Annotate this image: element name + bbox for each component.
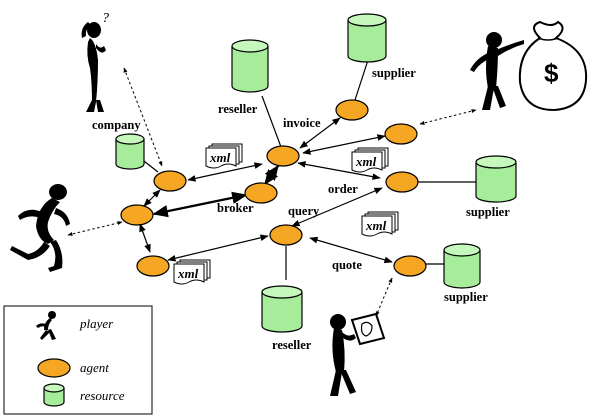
agent-order (385, 171, 419, 193)
connection-reseller-central (261, 95, 282, 148)
agent-hub (120, 204, 154, 226)
connections (139, 59, 476, 280)
connection-query-order (291, 187, 383, 227)
label-supplier-top: supplier (372, 66, 416, 80)
agent-invoice (335, 99, 369, 121)
connection-supplier-invoice (354, 59, 369, 101)
resource-supplier-mid (475, 155, 517, 203)
label-order: order (328, 182, 358, 196)
label-query: query (288, 204, 320, 218)
connection-query-quote (309, 236, 393, 264)
agent-query (269, 224, 303, 246)
agent-right-upper (384, 123, 418, 145)
xml-label: xml (355, 154, 377, 169)
connection-central-rightagent (302, 134, 386, 155)
resource-supplier-bottom (443, 243, 481, 289)
legend-label-player: player (79, 316, 114, 331)
label-invoice: invoice (283, 116, 321, 130)
label-company: company (92, 118, 141, 132)
player-icon (36, 311, 56, 340)
dashed-link-reseller-player (375, 277, 393, 317)
connection-central-order (297, 161, 381, 180)
xml-document: xml (351, 147, 389, 173)
agent-broker (244, 182, 278, 204)
player-thinking-figure: ? (81, 11, 109, 112)
resource-supplier-top (347, 13, 387, 63)
label-reseller-top: reseller (218, 102, 258, 116)
dollar-sign: $ (544, 58, 559, 88)
resource-icon (43, 383, 65, 407)
question-mark: ? (102, 11, 109, 26)
connection-hub-lower (139, 223, 151, 253)
dashed-link-runner-player (67, 221, 123, 236)
player-running-figure (10, 184, 70, 272)
legend: player agent resource (3, 305, 153, 415)
xml-label: xml (177, 266, 199, 281)
label-quote: quote (332, 258, 362, 272)
agent-central (266, 145, 300, 167)
xml-label: xml (209, 150, 231, 165)
resource-reseller-top (231, 39, 269, 93)
resource-reseller-bottom (261, 285, 303, 333)
player-links (67, 67, 477, 317)
player-reseller-figure (330, 312, 386, 396)
agents (120, 99, 427, 277)
resource-company (115, 133, 145, 170)
connection-hub-broker-thick (152, 191, 248, 218)
agent-quote (393, 255, 427, 277)
connection-company-hub (143, 189, 161, 207)
xml-label: xml (365, 218, 387, 233)
legend-label-resource: resource (80, 388, 125, 403)
agent-lower-left (136, 255, 170, 277)
label-reseller-bottom: reseller (272, 338, 312, 352)
legend-label-agent: agent (80, 360, 109, 375)
labels: company reseller supplier invoice broker… (92, 66, 510, 352)
xml-document: xml (361, 211, 399, 237)
xml-document: xml (173, 259, 211, 285)
connection-broker-central (264, 164, 279, 186)
player-moneybag-figure: $ (470, 20, 588, 112)
label-broker: broker (217, 201, 254, 215)
dashed-link-moneybag-player (419, 109, 477, 125)
connection-company-broker (187, 162, 263, 182)
agent-company (153, 170, 187, 192)
legend-box (3, 305, 153, 415)
connection-lower-query (167, 234, 269, 262)
label-supplier-mid: supplier (466, 205, 510, 219)
label-supplier-bottom: supplier (444, 290, 488, 304)
xml-document: xml (205, 143, 243, 169)
agent-icon (37, 358, 71, 378)
